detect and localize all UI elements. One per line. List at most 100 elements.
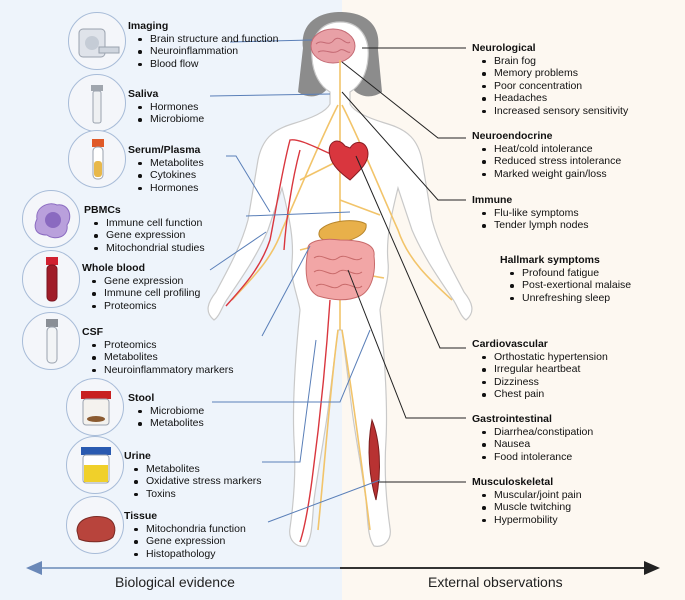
pbmc-cell-icon xyxy=(22,190,80,248)
list-item: Mitochondrial studies xyxy=(94,241,205,254)
csf-title: CSF xyxy=(82,326,103,338)
neuroendocrine-block: Neuroendocrine Heat/cold intolerance Red… xyxy=(472,130,621,180)
list-item: Muscular/joint pain xyxy=(482,488,582,501)
list-item: Dizziness xyxy=(482,376,608,389)
list-item: Hormones xyxy=(138,182,204,195)
cardiovascular-title: Cardiovascular xyxy=(472,338,548,350)
list-item: Flu-like symptoms xyxy=(482,207,589,220)
mri-scanner-icon xyxy=(68,12,126,70)
whole-blood-block: Whole blood Gene expression Immune cell … xyxy=(82,262,200,312)
list-item: Irregular heartbeat xyxy=(482,363,608,376)
serum-tube-icon xyxy=(68,130,126,188)
list-item: Hypermobility xyxy=(482,514,582,527)
neurological-block: Neurological Brain fog Memory problems P… xyxy=(472,42,628,117)
list-item: Toxins xyxy=(134,488,262,501)
list-item: Brain structure and function xyxy=(137,32,279,45)
imaging-block: Imaging Brain structure and function Neu… xyxy=(128,20,278,70)
neurological-title: Neurological xyxy=(472,42,536,54)
musculoskeletal-title: Musculoskeletal xyxy=(472,476,554,488)
cardiovascular-block: Cardiovascular Orthostatic hypertension … xyxy=(472,338,608,401)
list-item: Histopathology xyxy=(134,548,246,561)
list-item: Memory problems xyxy=(481,67,628,80)
list-item: Immune cell function xyxy=(94,217,205,230)
tissue-title: Tissue xyxy=(124,510,158,522)
list-item: Neuroinflammatory markers xyxy=(92,363,234,376)
calf-muscle xyxy=(368,418,380,501)
whole-blood-title: Whole blood xyxy=(82,262,145,274)
immune-block: Immune Flu-like symptoms Tender lymph no… xyxy=(472,194,589,232)
list-item: Heat/cold intolerance xyxy=(481,143,621,156)
saliva-title: Saliva xyxy=(128,88,159,100)
csf-block: CSF Proteomics Metabolites Neuroinflamma… xyxy=(82,326,234,376)
list-item: Proteomics xyxy=(92,339,234,352)
intestines xyxy=(305,238,375,301)
urine-title: Urine xyxy=(124,450,151,462)
list-item: Microbiome xyxy=(137,404,205,417)
stool-title: Stool xyxy=(128,392,155,404)
hallmark-symptoms-title: Hallmark symptoms xyxy=(500,254,600,266)
heart xyxy=(328,140,369,181)
musculoskeletal-block: Musculoskeletal Muscular/joint pain Musc… xyxy=(472,476,582,526)
list-item: Blood flow xyxy=(137,58,278,71)
serum-plasma-title: Serum/Plasma xyxy=(128,144,201,156)
list-item: Oxidative stress markers xyxy=(134,475,262,487)
gastrointestinal-title: Gastrointestinal xyxy=(472,413,552,425)
urine-block: Urine Metabolites Oxidative stress marke… xyxy=(124,450,262,500)
imaging-title: Imaging xyxy=(128,20,169,32)
list-item: Brain fog xyxy=(481,55,628,68)
list-item: Headaches xyxy=(481,92,628,105)
neuroendocrine-title: Neuroendocrine xyxy=(472,130,553,142)
list-item: Gene expression xyxy=(134,535,246,548)
list-item: Gene expression xyxy=(94,229,205,242)
list-item: Metabolites xyxy=(92,351,234,364)
list-item: Tender lymph nodes xyxy=(482,219,589,231)
muscle-tissue-icon xyxy=(66,496,124,554)
list-item: Increased sensory sensitivity xyxy=(481,104,629,117)
list-item: Metabolites xyxy=(138,156,204,169)
arteries xyxy=(225,139,346,543)
evidence-arrow xyxy=(26,561,660,575)
list-item: Marked weight gain/loss xyxy=(481,168,621,181)
list-item: Muscle twitching xyxy=(482,501,582,514)
saliva-tube-icon xyxy=(68,74,126,132)
immune-title: Immune xyxy=(472,194,513,206)
list-item: Neuroinflammation xyxy=(137,45,278,58)
list-item: Proteomics xyxy=(91,300,200,313)
list-item: Hormones xyxy=(137,101,204,114)
list-item: Chest pain xyxy=(482,388,608,401)
left-connectors xyxy=(209,39,381,523)
liver xyxy=(318,220,367,243)
list-item: Orthostatic hypertension xyxy=(482,350,608,363)
right-connectors xyxy=(341,47,466,483)
urine-cup-icon xyxy=(66,436,124,494)
list-item: Food intolerance xyxy=(481,451,593,464)
list-item: Unrefreshing sleep xyxy=(509,292,631,305)
right-panel-background xyxy=(342,0,685,600)
brain xyxy=(310,28,356,64)
hallmark-symptoms-block: Hallmark symptoms Profound fatigue Post-… xyxy=(500,254,631,304)
list-item: Gene expression xyxy=(91,275,200,288)
list-item: Post-exertional malaise xyxy=(509,279,632,291)
list-item: Immune cell profiling xyxy=(91,287,201,299)
csf-tube-icon xyxy=(22,312,80,370)
list-item: Cytokines xyxy=(138,169,204,182)
gastrointestinal-block: Gastrointestinal Diarrhea/constipation N… xyxy=(472,413,593,463)
list-item: Diarrhea/constipation xyxy=(481,425,594,438)
saliva-block: Saliva Hormones Microbiome xyxy=(128,88,204,126)
list-item: Profound fatigue xyxy=(509,267,631,280)
stool-block: Stool Microbiome Metabolites xyxy=(128,392,204,430)
serum-plasma-block: Serum/Plasma Metabolites Cytokines Hormo… xyxy=(128,144,204,194)
pbmcs-block: PBMCs Immune cell function Gene expressi… xyxy=(84,204,205,254)
stool-container-icon xyxy=(66,378,124,436)
list-item: Mitochondria function xyxy=(134,522,246,535)
footer-right-label: External observations xyxy=(428,574,563,590)
footer-left-label: Biological evidence xyxy=(115,574,235,590)
list-item: Poor concentration xyxy=(481,80,628,93)
pbmcs-title: PBMCs xyxy=(84,204,121,216)
blood-tube-icon xyxy=(22,250,80,308)
list-item: Microbiome xyxy=(137,113,205,125)
list-item: Metabolites xyxy=(137,417,204,429)
list-item: Reduced stress intolerance xyxy=(481,155,622,167)
